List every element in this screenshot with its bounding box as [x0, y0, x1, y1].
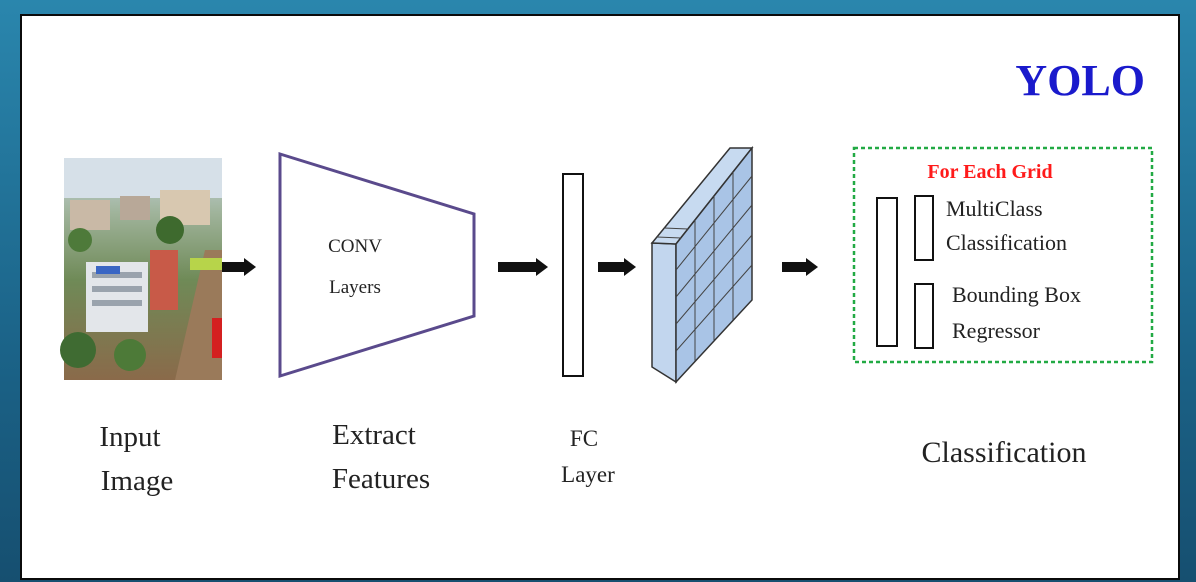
extract-label-line1: Extract	[332, 419, 416, 451]
arrow-tensor-to-output	[782, 258, 818, 276]
diagram-title: YOLO	[1015, 56, 1145, 105]
output-tensor-grid	[650, 145, 754, 384]
bbox-vector-bar	[914, 283, 934, 349]
conv-layers-block	[278, 151, 476, 379]
bbox-label-line1: Bounding Box	[952, 282, 1081, 307]
conv-label-line2: Layers	[329, 277, 381, 298]
multiclass-label-line1: MultiClass	[946, 196, 1043, 221]
input-label-line1: Input	[99, 421, 160, 453]
per-grid-heading: For Each Grid	[927, 161, 1052, 183]
fc-label-line2: Layer	[561, 462, 615, 487]
fc-label-line1: FC	[570, 426, 598, 451]
grid-cell-vector-bar	[876, 197, 898, 347]
fc-layer-bar	[562, 173, 584, 377]
input-image	[60, 158, 222, 380]
arrow-fc-to-tensor	[598, 258, 636, 276]
input-label-line2: Image	[101, 465, 173, 497]
conv-label-line1: CONV	[328, 236, 382, 257]
multiclass-label-line2: Classification	[946, 230, 1067, 255]
per-grid-output-box	[852, 146, 1154, 364]
arrow-input-to-conv	[222, 258, 256, 276]
extract-label-line2: Features	[332, 463, 430, 495]
multiclass-vector-bar	[914, 195, 934, 261]
bbox-label-line2: Regressor	[952, 318, 1041, 343]
arrow-conv-to-fc	[498, 258, 548, 276]
classification-label: Classification	[922, 436, 1087, 469]
